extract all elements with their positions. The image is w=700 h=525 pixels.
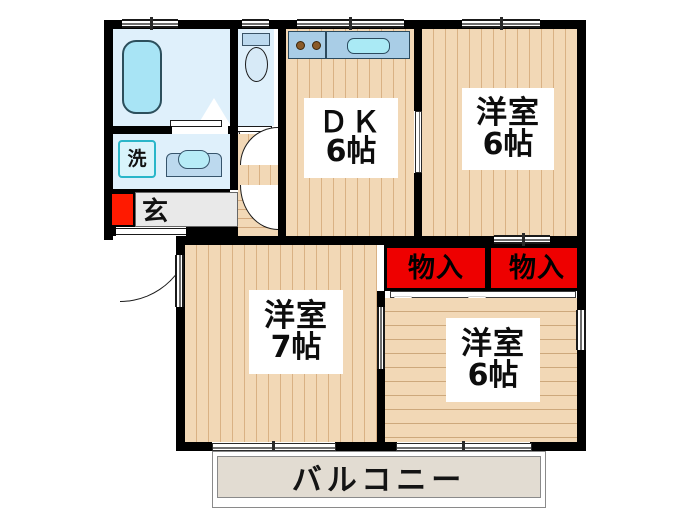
dk-bedroom-sliding-door[interactable] bbox=[415, 111, 422, 173]
stove-burner-right bbox=[312, 41, 321, 50]
wall-bottom-left-segment bbox=[176, 442, 212, 451]
toilet-bowl bbox=[245, 47, 268, 82]
wall-dk-bedroom bbox=[414, 29, 422, 111]
bedroom-bottom-left-label-line2: 7帖 bbox=[270, 329, 322, 365]
dk-room-label: ＤＫ 6帖 bbox=[304, 98, 398, 178]
bathroom-door-sill bbox=[170, 120, 222, 127]
bedroom-bottom-right-label-line1: 洋室 bbox=[461, 325, 525, 362]
bathtub bbox=[122, 40, 162, 114]
bedroom-bottom-right-label-line2: 6帖 bbox=[467, 357, 519, 393]
wall-top-left bbox=[104, 20, 274, 29]
bedroom-bottom-left-label-line1: 洋室 bbox=[264, 297, 328, 334]
balcony-area: バルコニー bbox=[217, 456, 541, 498]
shoe-cabinet bbox=[110, 192, 135, 227]
bathroom-window-mullion bbox=[150, 17, 153, 30]
wall-bath-toilet bbox=[230, 20, 238, 127]
wall-dk-bedroom-lower bbox=[414, 173, 422, 236]
toilet-tank bbox=[242, 33, 270, 46]
bottom-rooms-divider-window bbox=[377, 307, 385, 369]
entrance-area: 玄 bbox=[135, 192, 238, 227]
washing-machine-label: 洗 bbox=[127, 147, 147, 170]
wall-between-bottom-rooms bbox=[377, 291, 385, 451]
balcony-door-left-mullion bbox=[272, 441, 275, 453]
wall-bottom-right-segment bbox=[530, 442, 586, 451]
bedroom-bottom-left-window bbox=[175, 255, 184, 307]
toilet-window bbox=[242, 19, 269, 28]
closet-left-label: 物入 bbox=[408, 252, 464, 284]
kitchen-sink bbox=[347, 38, 390, 54]
bedroom-bottom-left-floor bbox=[185, 245, 377, 442]
wall-bottom-middle-segment bbox=[335, 442, 397, 451]
balcony-label: バルコニー bbox=[291, 463, 467, 498]
entrance-door-panel bbox=[115, 228, 195, 235]
wall-mid-horizontal-right bbox=[386, 236, 586, 245]
balcony-door-right-mullion bbox=[462, 441, 465, 453]
wall-bottom-left-room-left bbox=[176, 236, 185, 451]
bedroom-bottom-right-label: 洋室 6帖 bbox=[446, 318, 540, 402]
wall-bath-bottom bbox=[104, 126, 172, 134]
bedroom-top-right-label-line1: 洋室 bbox=[476, 94, 540, 131]
dk-label-line1: ＤＫ bbox=[318, 104, 383, 139]
stove-burner-left bbox=[296, 41, 305, 50]
entrance-label: 玄 bbox=[142, 197, 169, 227]
bedroom-bottom-right-window bbox=[576, 310, 586, 350]
closet-right-label: 物入 bbox=[509, 252, 565, 284]
wall-washroom-right bbox=[230, 134, 238, 190]
closet-left: 物入 bbox=[384, 245, 488, 291]
wall-mid-horizontal-left bbox=[176, 236, 386, 245]
bedroom-bottom-left-label: 洋室 7帖 bbox=[249, 290, 343, 374]
dk-label-line2: 6帖 bbox=[325, 134, 377, 170]
washing-machine: 洗 bbox=[118, 140, 156, 178]
wall-entrance-bottom bbox=[104, 227, 116, 236]
dk-window-mullion bbox=[349, 17, 352, 30]
wall-corridor-dk bbox=[278, 29, 286, 236]
vanity-basin bbox=[178, 150, 210, 169]
closet-right-window-mullion bbox=[522, 233, 525, 246]
kitchen-counter-divider bbox=[325, 31, 327, 59]
wall-right-upper bbox=[577, 20, 586, 242]
wall-toilet-bottom bbox=[228, 126, 238, 134]
closet-right: 物入 bbox=[488, 245, 586, 291]
bedroom-top-right-label: 洋室 6帖 bbox=[462, 88, 554, 170]
bedroom-top-right-label-line2: 6帖 bbox=[482, 126, 534, 162]
bedroom-top-right-window-mullion bbox=[500, 17, 503, 30]
wall-entrance-right-stub bbox=[186, 227, 238, 236]
